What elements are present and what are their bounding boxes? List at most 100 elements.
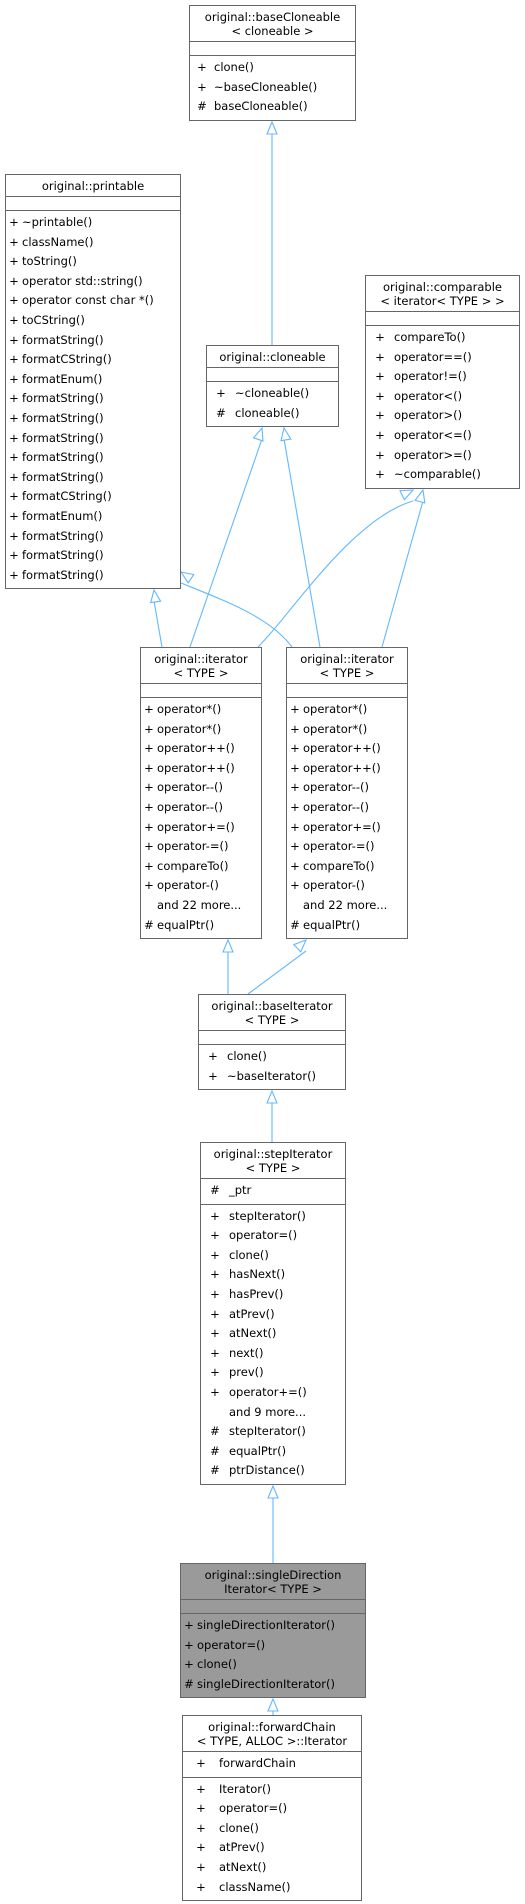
class-box-single-direction-iterator[interactable]: original::singleDirection Iterator< TYPE… <box>180 1563 366 1699</box>
method-row: +operator*() <box>141 700 261 720</box>
visibility-marker: + <box>9 469 19 484</box>
visibility-marker: + <box>196 1840 206 1855</box>
method-row: +operator=() <box>201 1226 345 1246</box>
method-name: clone() <box>219 1820 259 1835</box>
visibility-marker: + <box>196 1879 206 1894</box>
class-box-forward-chain-iterator[interactable]: original::forwardChain < TYPE, ALLOC >::… <box>182 1715 362 1902</box>
class-box-step-iterator[interactable]: original::stepIterator < TYPE > #_ptr +s… <box>200 1142 346 1485</box>
method-name: compareTo() <box>394 330 466 344</box>
visibility-marker: + <box>9 332 19 347</box>
visibility-marker <box>287 896 303 916</box>
method-row: +formatString() <box>6 331 180 351</box>
class-box-base-cloneable[interactable]: original::baseCloneable < cloneable > +c… <box>189 5 356 121</box>
method-name: ~baseCloneable() <box>214 79 318 94</box>
visibility-marker: + <box>9 410 19 425</box>
visibility-marker: + <box>144 819 154 834</box>
method-name: operator<=() <box>394 427 472 442</box>
method-row: and 22 more... <box>141 896 261 916</box>
class-box-iterator-left[interactable]: original::iterator < TYPE > +operator*()… <box>140 647 262 940</box>
visibility-marker: + <box>375 467 385 482</box>
attribute-row: #_ptr <box>201 1181 345 1201</box>
method-row: +formatString() <box>6 409 180 429</box>
method-row: + className() <box>183 1878 361 1898</box>
method-row: #equalPtr() <box>141 916 261 936</box>
method-name: formatCString() <box>22 352 112 367</box>
class-title-line: original::stepIterator <box>213 1147 333 1161</box>
class-box-comparable[interactable]: original::comparable < iterator< TYPE > … <box>365 275 520 489</box>
method-name: operator const char *() <box>22 293 154 308</box>
method-name: operator>() <box>394 408 463 423</box>
visibility-marker: + <box>144 721 154 736</box>
class-box-base-iterator[interactable]: original::baseIterator < TYPE > +clone()… <box>198 994 346 1091</box>
method-row: +operator+=() <box>141 818 261 838</box>
method-row: +atNext() <box>201 1324 345 1344</box>
class-title-line: < TYPE > <box>319 666 375 680</box>
method-row: +operator++() <box>141 759 261 779</box>
visibility-marker: # <box>210 1443 220 1458</box>
inheritance-arrowhead <box>292 939 308 953</box>
visibility-marker: + <box>9 450 19 465</box>
visibility-marker: + <box>196 1801 206 1816</box>
method-row: +operator!=() <box>366 367 519 387</box>
method-name: className() <box>219 1879 291 1894</box>
visibility-marker: + <box>9 273 19 288</box>
visibility-marker: + <box>290 702 300 716</box>
method-name: and 22 more... <box>157 897 242 912</box>
methods-section: +singleDirectionIterator()+operator=()+c… <box>181 1613 365 1697</box>
method-name: operator=() <box>197 1637 266 1652</box>
method-row: +~printable() <box>6 213 180 233</box>
visibility-marker: + <box>290 878 300 893</box>
attributes-section <box>181 1599 365 1613</box>
method-row: +Iterator() <box>183 1780 361 1800</box>
inheritance-edge <box>153 600 163 648</box>
method-name: formatString() <box>22 410 104 425</box>
method-name: operator+=() <box>229 1384 307 1399</box>
method-row: +operator-=() <box>141 837 261 857</box>
visibility-marker: + <box>144 839 154 854</box>
method-name: atNext() <box>219 1859 267 1874</box>
method-row: and 9 more... <box>201 1403 345 1423</box>
method-row: +operator++() <box>141 739 261 759</box>
method-name: hasPrev() <box>229 1286 284 1301</box>
class-title-line: original::baseCloneable <box>204 10 341 24</box>
visibility-marker: + <box>375 330 385 344</box>
class-box-cloneable[interactable]: original::cloneable +~cloneable()#clonea… <box>206 345 339 428</box>
method-name: operator+=() <box>157 819 235 834</box>
visibility-marker: + <box>184 1637 194 1652</box>
visibility-marker: + <box>144 858 154 873</box>
method-row: +~cloneable() <box>207 384 338 404</box>
inheritance-arrowhead <box>222 938 234 953</box>
visibility-marker: + <box>9 371 19 386</box>
inheritance-arrowhead <box>280 426 292 442</box>
inheritance-edge <box>257 500 414 648</box>
method-name: clone() <box>227 1049 267 1063</box>
class-title-line: < TYPE > <box>245 1161 301 1175</box>
visibility-marker: # <box>197 99 207 114</box>
method-name: operator>=() <box>394 447 472 462</box>
method-row: +operator--() <box>287 798 407 818</box>
class-title-line: < TYPE > <box>173 666 229 680</box>
class-box-printable[interactable]: original::printable +~printable()+classN… <box>5 174 181 590</box>
class-title-line: < cloneable > <box>231 24 314 38</box>
method-name: operator*() <box>157 721 222 736</box>
visibility-marker: + <box>208 1049 218 1063</box>
methods-section: +clone()+~baseCloneable()#baseCloneable(… <box>190 55 355 120</box>
method-name: operator-() <box>303 878 365 893</box>
method-name: toString() <box>22 254 77 269</box>
method-row: +~comparable() <box>366 465 519 485</box>
visibility-marker: + <box>375 447 385 462</box>
inheritance-arrowhead <box>267 1484 279 1499</box>
method-name: compareTo() <box>303 858 375 873</box>
method-name: clone() <box>229 1247 269 1262</box>
method-row: +operator--() <box>287 778 407 798</box>
method-row: +operator*() <box>141 720 261 740</box>
visibility-marker: + <box>9 528 19 543</box>
class-title-line: original::singleDirection <box>204 1568 342 1582</box>
visibility-marker: + <box>9 234 19 249</box>
method-row: and 22 more... <box>287 896 407 916</box>
method-row: +operator*() <box>287 700 407 720</box>
visibility-marker: + <box>9 312 19 327</box>
class-box-iterator-right[interactable]: original::iterator < TYPE > +operator*()… <box>286 647 408 940</box>
visibility-marker: + <box>197 60 207 74</box>
visibility-marker: + <box>196 1820 206 1835</box>
